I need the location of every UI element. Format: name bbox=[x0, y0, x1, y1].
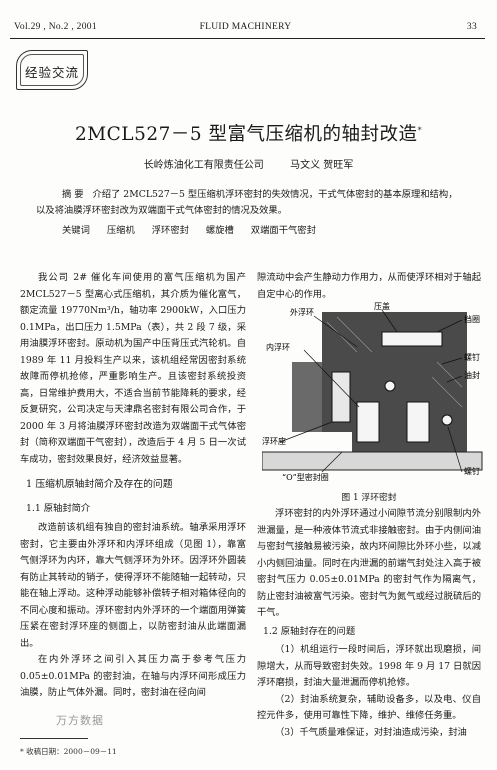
keyword: 浮环密封 bbox=[151, 225, 189, 236]
section-heading-1: 1 压缩机原轴封简介及存在的问题 bbox=[26, 479, 173, 490]
paragraph: 改造前该机组有独自的密封油系统。轴承采用浮环密封，它主要由外浮环和内浮环组成（见… bbox=[20, 522, 246, 649]
fig-label: 浮环座 bbox=[262, 436, 286, 446]
fig-label: 压盖 bbox=[374, 302, 390, 311]
keywords: 关键词 压缩机 浮环密封 螺旋槽 双端面干气密封 bbox=[62, 222, 330, 236]
section-tag: 经验交流 bbox=[16, 50, 88, 90]
fig-label: 油封 bbox=[464, 370, 480, 380]
paragraph: （2）封油系统复杂，辅助设备多，以及电、仪自控元件多，使用可靠性下降，维护、维修… bbox=[257, 693, 481, 722]
author-names: 马文义 贺旺军 bbox=[290, 160, 354, 171]
subsection-heading-1-2: 1.2 原轴封存在的问题 bbox=[263, 625, 356, 637]
left-column: 我公司 2# 催化车间使用的富气压缩机为国产 2MCL527－5 型离心式压缩机… bbox=[20, 270, 246, 702]
keyword: 螺旋槽 bbox=[205, 225, 234, 236]
fig-label: 螺钉 bbox=[464, 466, 480, 476]
footnote: * 收稿日期：2000－09－11 bbox=[20, 747, 117, 756]
header-rule bbox=[10, 38, 485, 39]
right-column-bottom: 浮环密封的内外浮环通过小间隙节流分别限制内外泄漏量，是一种液体节流式非接触密封。… bbox=[257, 506, 481, 741]
running-header: Vol.29 , No.2 , 2001 FLUID MACHINERY 33 bbox=[14, 22, 477, 36]
fig-label: 外浮环 bbox=[290, 307, 314, 317]
paragraph: 浮环密封的内外浮环通过小间隙节流分别限制内外泄漏量，是一种液体节流式非接触密封。… bbox=[257, 508, 481, 618]
right-column-top: 隙流动中会产生静动力作用力，从而使浮环相对于轴起自定中心的作用。 bbox=[257, 270, 481, 303]
article-title: 2MCL527－5 型富气压缩机的轴封改造* bbox=[74, 124, 423, 145]
fig-label: 挡圈 bbox=[464, 314, 480, 324]
footnote-rule bbox=[20, 738, 88, 739]
fig-label: 内浮环 bbox=[266, 342, 290, 352]
affiliation: 长岭炼油化工有限责任公司 bbox=[143, 160, 264, 171]
figure-caption: 图 1 浮环密封 bbox=[341, 493, 397, 503]
keyword: 压缩机 bbox=[106, 225, 135, 236]
section-tag-label: 经验交流 bbox=[24, 65, 79, 80]
subsection-heading-1-1: 1.1 原轴封简介 bbox=[26, 502, 91, 514]
journal-name: FLUID MACHINERY bbox=[199, 22, 292, 32]
watermark: 万方数据 bbox=[56, 714, 104, 727]
paragraph: （3）千气质量难保证，对封油造成污染，封油 bbox=[275, 726, 467, 738]
floating-ring-seal-figure: 外浮环 压盖 内浮环 挡圈 螺钉 油封 浮环座 “O”型密封圈 螺钉 bbox=[262, 302, 488, 484]
title-footnote-mark: * bbox=[417, 125, 423, 135]
volume-info: Vol.29 , No.2 , 2001 bbox=[14, 22, 97, 32]
abstract: 摘 要 介绍了 2MCL527－5 型压缩机浮环密封的失效情况，干式气体密封的基… bbox=[36, 187, 461, 219]
paragraph: 在内外浮环之间引入其压力高于参考气压力 0.05±0.01MPa 的密封油，在轴… bbox=[20, 654, 246, 698]
paragraph: 隙流动中会产生静动力作用力，从而使浮环相对于轴起自定中心的作用。 bbox=[257, 272, 481, 300]
abstract-label: 摘 要 bbox=[62, 189, 84, 200]
fig-label: “O”型密封圈 bbox=[282, 472, 329, 482]
page-number: 33 bbox=[466, 22, 477, 32]
authors-line: 长岭炼油化工有限责任公司 马文义 贺旺军 bbox=[0, 156, 497, 171]
intro-paragraph: 我公司 2# 催化车间使用的富气压缩机为国产 2MCL527－5 型离心式压缩机… bbox=[20, 272, 246, 465]
paragraph: （1）机组运行一段时间后，浮环就出现磨损，间隙增大，从而导致密封失效。1998 … bbox=[257, 644, 481, 688]
abstract-text: 介绍了 2MCL527－5 型压缩机浮环密封的失效情况，干式气体密封的基本原理和… bbox=[36, 189, 458, 216]
fig-label: 螺钉 bbox=[464, 352, 480, 362]
keyword: 双端面干气密封 bbox=[250, 225, 316, 236]
keywords-label: 关键词 bbox=[62, 225, 90, 236]
